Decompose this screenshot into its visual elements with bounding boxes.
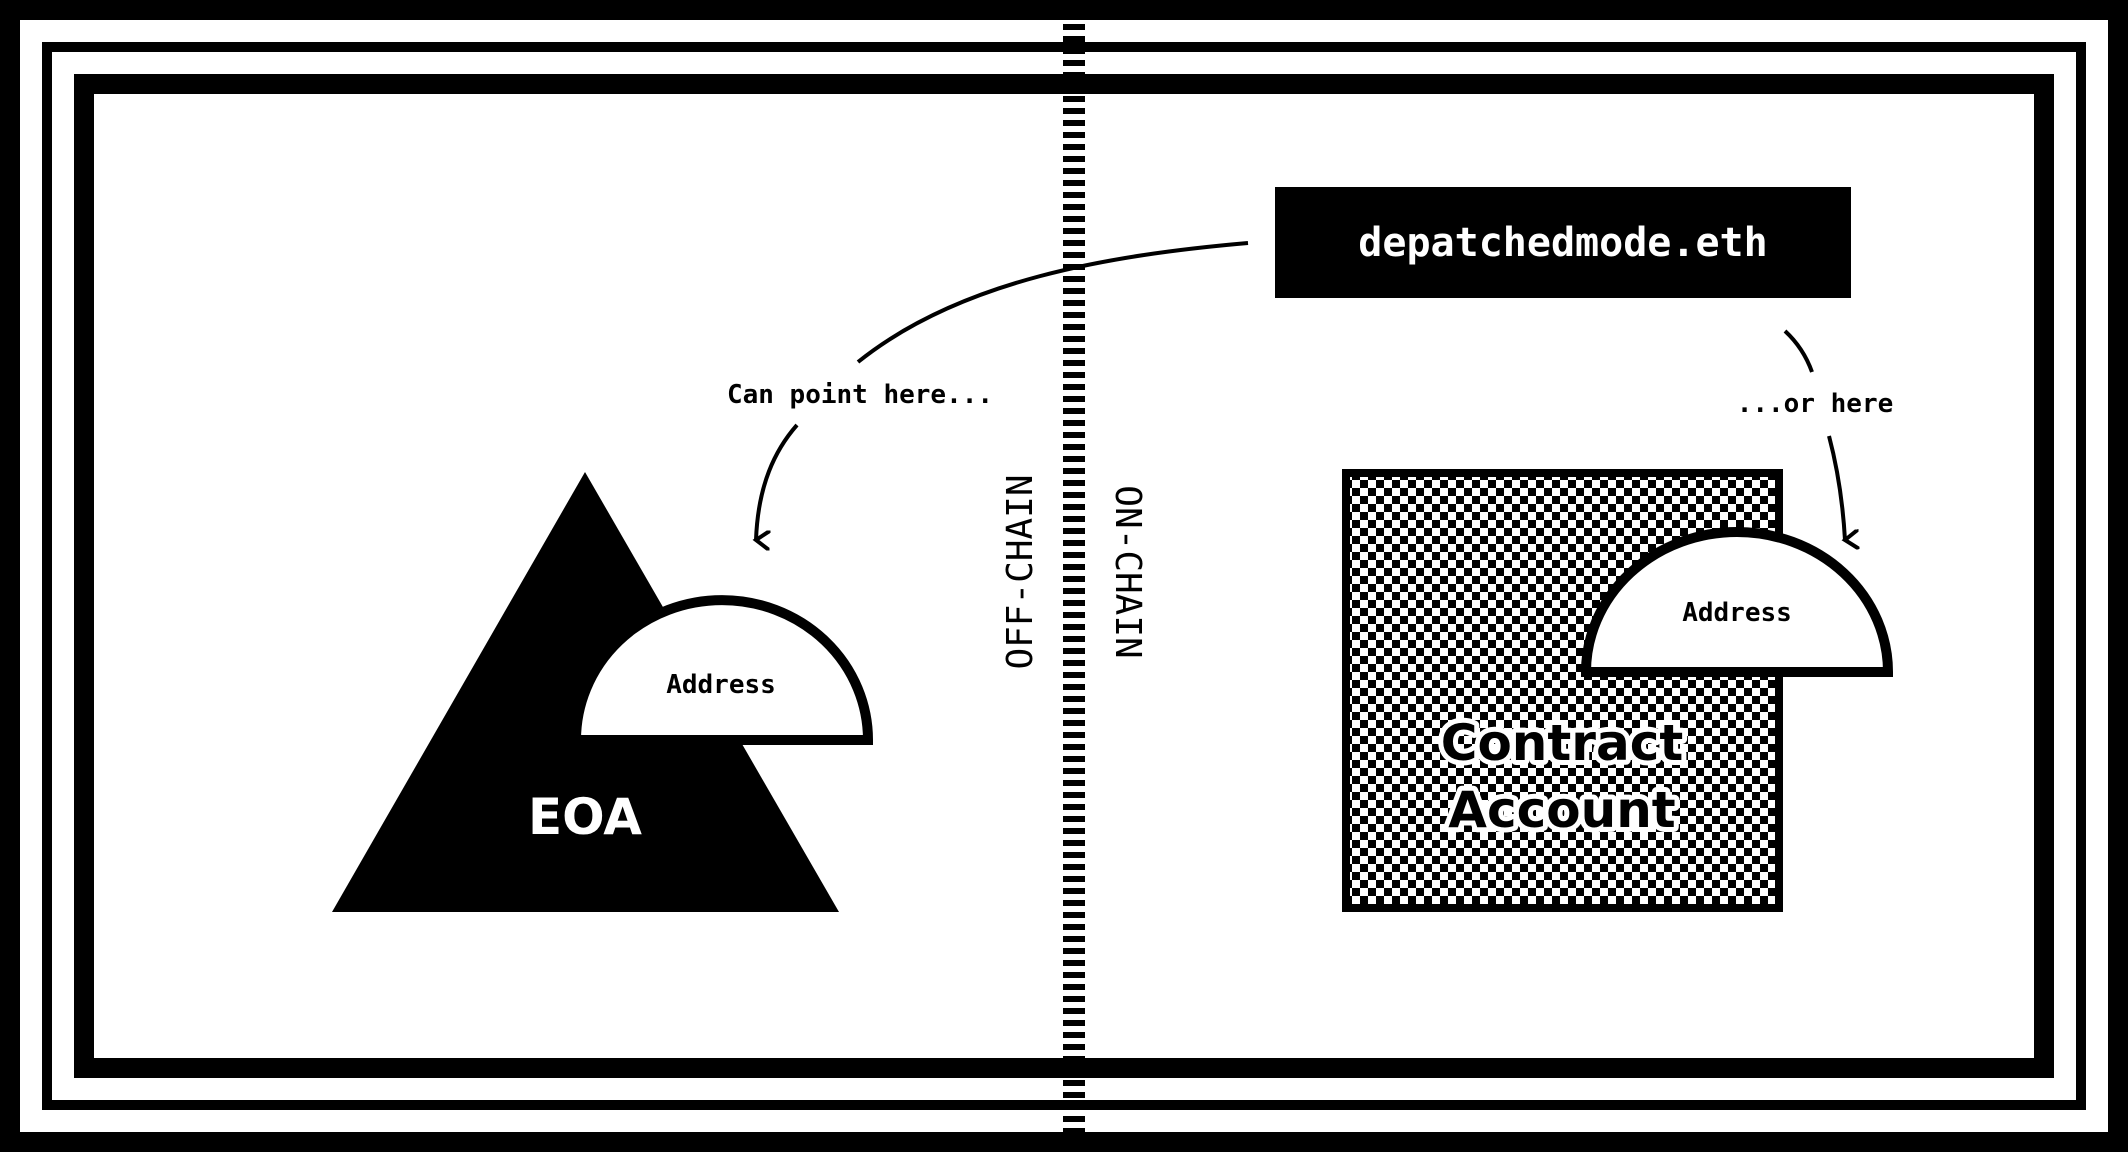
pointer-label-right: ...or here <box>1737 389 1894 419</box>
arrow-to-contract-lower <box>1827 435 1845 540</box>
arrow-to-contract-upper <box>1783 329 1814 373</box>
arrow-to-eoa-upper <box>856 241 1249 364</box>
eoa-address-label: Address <box>666 670 776 700</box>
eoa-address: Address <box>570 595 874 745</box>
pointer-label-left: Can point here... <box>727 380 993 410</box>
ens-name: depatchedmode.eth <box>1358 220 1767 266</box>
contract-address-label: Address <box>1682 598 1792 628</box>
on-chain-label: ON-CHAIN <box>1107 485 1148 658</box>
contract-address: Address <box>1580 527 1894 677</box>
ens-name-box: depatchedmode.eth <box>1275 187 1851 298</box>
chain-divider <box>1063 20 1085 1132</box>
contract-label-line2: Account <box>1448 781 1675 839</box>
off-chain-label: OFF-CHAIN <box>1000 474 1041 669</box>
arrow-to-eoa-lower <box>756 423 799 540</box>
eoa-label: EOA <box>528 788 642 846</box>
contract-label-line1: Contract <box>1441 714 1683 772</box>
